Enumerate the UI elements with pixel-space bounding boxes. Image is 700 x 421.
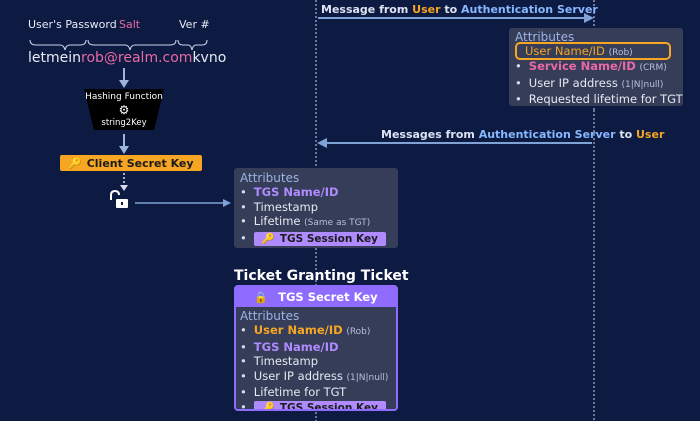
open-lock-icon: [110, 189, 128, 208]
kvno-value: kvno: [192, 50, 227, 66]
brace-password: [29, 39, 87, 51]
brace-ver: [177, 39, 208, 51]
arrowhead-right: [584, 13, 594, 23]
tgt-title: Ticket Granting Ticket: [234, 268, 409, 284]
password-value: letmein: [28, 50, 82, 66]
msg-user-to-as: Message from User to Authentication Serv…: [321, 3, 598, 16]
derivation-inputs: letmeinrob@realm.comkvno: [28, 50, 226, 66]
as-request-attributes: Attributes User Name/ID (Rob) Service Na…: [509, 28, 683, 106]
key-icon: 🔑: [68, 156, 82, 170]
tgt-header: 🔒 TGS Secret Key: [236, 287, 396, 307]
key-icon: 🔑: [261, 401, 275, 411]
tgt-session-key-tag: 🔑TGS Session Key: [253, 401, 386, 411]
hashing-function-shape: [84, 89, 164, 130]
key-icon: 🔑: [261, 232, 275, 245]
salt-value: rob@realm.com: [81, 50, 193, 66]
arrowhead-left: [317, 138, 327, 148]
ver-label: Ver #: [179, 18, 210, 31]
hashing-title: Hashing Function: [85, 92, 163, 102]
user-name-highlight: User Name/ID (Rob): [515, 42, 671, 60]
session-attributes: Attributes TGS Name/ID Timestamp Lifetim…: [234, 168, 398, 248]
lock-icon: 🔒: [254, 290, 269, 304]
password-label: User's Password: [28, 18, 117, 31]
ticket-granting-ticket: 🔒 TGS Secret Key Attributes User Name/ID…: [234, 285, 398, 411]
brace-salt: [87, 39, 177, 51]
client-secret-key: 🔑 Client Secret Key: [60, 155, 202, 171]
gears-icon: ⚙: [118, 103, 130, 117]
hashing-algo: string2Key: [101, 118, 147, 128]
salt-label: Salt: [119, 18, 141, 31]
tgs-session-key-tag: 🔑TGS Session Key: [253, 232, 386, 247]
msg-as-to-user: Messages from Authentication Server to U…: [381, 128, 665, 141]
